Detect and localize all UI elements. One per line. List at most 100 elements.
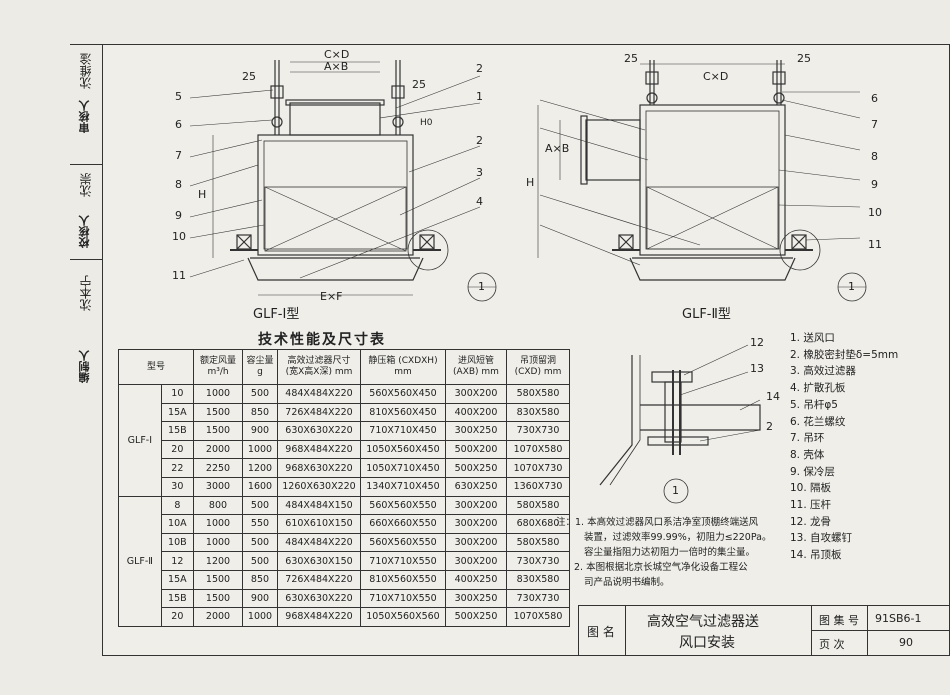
table-cell: 730X730 <box>506 421 570 441</box>
table-cell: 484X484X150 <box>277 495 361 516</box>
detail-callout-13: 13 <box>750 362 764 375</box>
legend-item: 10. 隔板 <box>790 482 832 495</box>
table-cell: 1000 <box>193 384 243 404</box>
table-cell: 484X484X220 <box>277 384 361 404</box>
glf1-dim-25-right: 25 <box>412 78 426 91</box>
header-dust-capacity: 容尘量 g <box>242 349 278 385</box>
glf1-callout-2a: 2 <box>476 62 483 75</box>
glf1-callout-6: 6 <box>175 118 182 131</box>
glf2-diffuser <box>629 257 796 281</box>
table-cell: 850 <box>242 402 278 423</box>
table-cell: 660X660X550 <box>360 514 446 534</box>
glf1-callout-3: 3 <box>476 166 483 179</box>
table-cell: 850 <box>242 569 278 590</box>
table-cell: 630X630X220 <box>277 588 361 609</box>
detail-number: 1 <box>672 484 679 497</box>
table-cell: 400X250 <box>445 569 507 590</box>
table-cell: 10 <box>160 384 195 404</box>
glf1-detail-marker: 1 <box>478 280 485 293</box>
glf2-dim-25-left: 25 <box>624 52 638 65</box>
table-cell: 810X560X450 <box>360 402 446 423</box>
glf1-callout-2b: 2 <box>476 134 483 147</box>
page-number-label: 页 次 <box>819 638 845 651</box>
table-cell: 1070X580 <box>506 607 570 627</box>
table-cell: 1500 <box>193 421 243 441</box>
legend-item: 3. 高效过滤器 <box>790 365 856 378</box>
note-line: 司产品说明书编制。 <box>584 577 670 588</box>
table-cell: 484X484X220 <box>277 532 361 553</box>
approver-cell: 审核人 沈维淦 <box>70 44 102 164</box>
table-cell: 1070X580 <box>506 439 570 460</box>
table-cell: 15B <box>160 421 195 441</box>
legend-item: 9. 保冷层 <box>790 465 835 478</box>
glf1-callout-5: 5 <box>175 90 182 103</box>
signature-strip: 审核人 沈维淦 校核人 沈崇 编制人 沈本宁 <box>70 44 102 654</box>
table-cell: 900 <box>242 588 278 609</box>
table-cell: 968X630X220 <box>277 458 361 478</box>
table-cell: 1000 <box>242 607 278 627</box>
table-cell: 1050X710X450 <box>360 458 446 478</box>
glf1-dim-25-left: 25 <box>242 70 256 83</box>
header-airflow: 额定风量 m³/h <box>193 349 243 385</box>
table-cell: 1000 <box>193 532 243 553</box>
table-cell: 1000 <box>242 439 278 460</box>
glf2-dim-axb: A×B <box>545 142 570 155</box>
header-filter-size: 高效过滤器尺寸 (宽X高X深) mm <box>277 349 361 385</box>
table-cell: 500X250 <box>445 458 507 478</box>
table-cell: 300X200 <box>445 514 507 534</box>
table-cell: 2250 <box>193 458 243 478</box>
table-cell: 10B <box>160 532 195 553</box>
table-cell: 630X630X150 <box>277 551 361 571</box>
detail-callout-12: 12 <box>750 336 764 349</box>
note-line: 装置，过滤效率99.99%，初阻力≤220Pa。 <box>584 532 772 543</box>
table-cell: 20 <box>160 439 195 460</box>
table-cell: 300X250 <box>445 421 507 441</box>
table-cell: 710X710X550 <box>360 551 446 571</box>
table-cell: 560X560X550 <box>360 495 446 516</box>
table-cell: 560X560X450 <box>360 384 446 404</box>
table-header-row: 型号 额定风量 m³/h 容尘量 g 高效过滤器尺寸 (宽X高X深) mm 静压… <box>118 349 570 385</box>
glf1-filter <box>264 186 407 252</box>
table-title: 技术性能及尺寸表 <box>258 332 386 348</box>
legend-item: 1. 送风口 <box>790 332 835 344</box>
table-cell: 500X250 <box>445 607 507 627</box>
table-cell: 900 <box>242 421 278 441</box>
table-cell: 968X484X220 <box>277 607 361 627</box>
table-cell: 300X250 <box>445 588 507 609</box>
table-cell: 1500 <box>193 402 243 423</box>
header-plenum: 静压箱 (CXDXH) mm <box>360 349 446 385</box>
legend-item: 8. 壳体 <box>790 448 825 461</box>
detail-ceiling <box>599 355 633 486</box>
table-cell: 710X710X550 <box>360 588 446 609</box>
glf2-title: GLF-Ⅱ型 <box>682 307 731 322</box>
glf1-callout-9: 9 <box>175 209 182 222</box>
note-line: 注：1. 本高效过滤器风口系洁净室顶棚终端送风 <box>556 517 759 528</box>
table-cell: 1050X560X450 <box>360 439 446 460</box>
table-cell: 1500 <box>193 569 243 590</box>
glf1-dim-h: H <box>198 188 207 201</box>
table-cell: 300X200 <box>445 495 507 516</box>
table-cell: 15B <box>160 588 195 609</box>
table-cell: 710X710X450 <box>360 421 446 441</box>
table-cell: 300X200 <box>445 532 507 553</box>
table-cell: 610X610X150 <box>277 514 361 534</box>
table-cell: 630X250 <box>445 476 507 497</box>
table-cell: 1200 <box>193 551 243 571</box>
drawing-title-line2: 风口安装 <box>679 635 735 651</box>
glf1-inlet <box>289 102 381 136</box>
table-cell: 1000 <box>193 514 243 534</box>
glf2-dim-25-right: 25 <box>797 52 811 65</box>
legend-item: 5. 吊杆φ5 <box>790 398 838 411</box>
drawing-title-line1: 高效空气过滤器送 <box>647 614 759 630</box>
table-cell: 500 <box>242 495 278 516</box>
glf1-callout-4: 4 <box>476 195 483 208</box>
table-cell: 20 <box>160 607 195 627</box>
header-ceiling-opening: 吊顶留洞 (CXD) mm <box>506 349 570 385</box>
table-cell: 580X580 <box>506 495 570 516</box>
table-cell: 400X200 <box>445 402 507 423</box>
glf2-callout-6: 6 <box>871 92 878 105</box>
